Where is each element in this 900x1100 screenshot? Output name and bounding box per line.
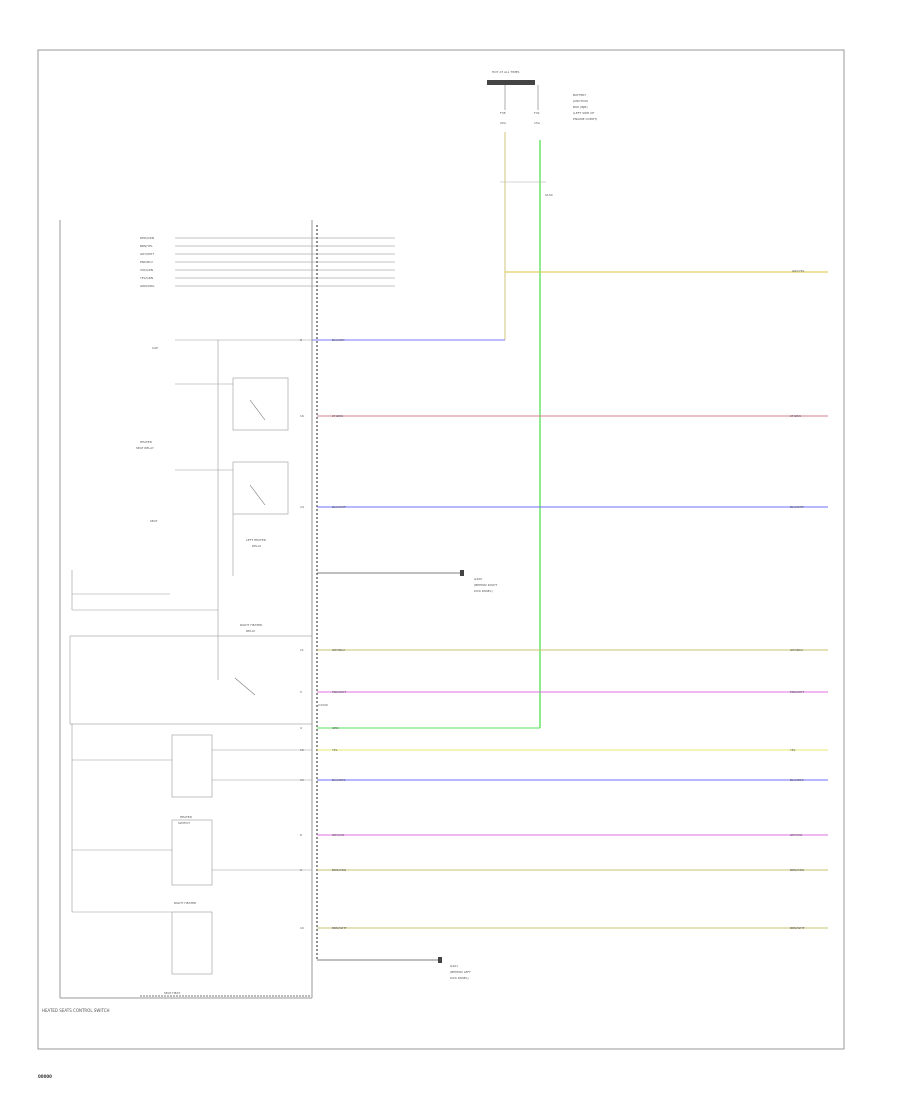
seat-label: SEAT xyxy=(150,519,158,523)
svg-text:GRY/WHT: GRY/WHT xyxy=(140,252,154,256)
pcm-note-2: BOX (BJB) xyxy=(573,105,588,109)
wire-pin-10: 9 xyxy=(300,868,302,872)
svg-text:BRN/YEL: BRN/YEL xyxy=(140,244,153,248)
wire-label-7: YEL xyxy=(332,748,338,752)
relay-upper xyxy=(232,377,289,431)
relay-lower xyxy=(232,461,289,515)
right-heater-0: RIGHT HEATER xyxy=(174,901,196,905)
svg-text:(BEHIND LEFT: (BEHIND LEFT xyxy=(450,970,471,974)
right-relay-0: RIGHT HEATED xyxy=(240,623,263,627)
yellow-run-label: GRY/YEL xyxy=(792,269,805,273)
wire-layer: 8 BLU/GRY 16 LT GRN LT GRN 14 BLU/WHT BLU/WHT 11… xyxy=(300,338,828,930)
svg-text:G201: G201 xyxy=(450,964,458,968)
fuse-block: HOT AT ALL TIMES F38 20A F32 15A BATTERY… xyxy=(487,70,597,125)
wire-label-1: BLU/GRY xyxy=(332,338,345,342)
wire-label-4: GRY/BLU xyxy=(332,648,345,652)
wire-label-11: BRN/WHT xyxy=(332,926,347,930)
wire-label-8: BLU/ORG xyxy=(332,778,346,782)
wire-label-9: GRY/VIO xyxy=(332,833,345,837)
switch-box-mid xyxy=(69,635,313,725)
pcm-note-3: (LEFT SIDE OF xyxy=(573,111,595,115)
fuse-bar xyxy=(487,80,535,85)
svg-text:VIO/GRN: VIO/GRN xyxy=(140,268,153,272)
wire-pin-9: 6 xyxy=(300,833,302,837)
wire-label-2: LT GRN xyxy=(332,414,343,418)
right-relay-1: RELAY xyxy=(246,629,256,633)
left-inputs: RED/GRN BRN/YEL GRY/WHT PNK/BLU VIO/GRN … xyxy=(140,236,395,288)
svg-text:YEL/GRN: YEL/GRN xyxy=(140,276,153,280)
svg-text:G200: G200 xyxy=(474,577,482,581)
heater-switch-0: HEATER xyxy=(180,815,192,819)
footer-title: HEATED SEATS CONTROL SWITCH xyxy=(42,1008,110,1013)
heater-switch-1: SWITCH xyxy=(178,821,190,825)
wire-pin-6: 4 xyxy=(300,726,302,730)
svg-text:(BEHIND RIGHT: (BEHIND RIGHT xyxy=(474,583,497,587)
wire-pin-5: 5 xyxy=(300,690,302,694)
wire-right-label-8: BLU/ORG xyxy=(790,778,804,782)
heated-relay-0: HEATED xyxy=(140,440,153,444)
wire-pin-2: 16 xyxy=(300,414,304,418)
left-relay-1: RELAY xyxy=(252,544,262,548)
connector-label: C2340 xyxy=(318,703,328,707)
svg-text:KICK PANEL): KICK PANEL) xyxy=(474,589,493,593)
pcm-note-4: ENGINE COMPT) xyxy=(573,117,597,121)
svg-text:PNK/BLU: PNK/BLU xyxy=(140,260,153,264)
wire-pin-8: 13 xyxy=(300,778,304,782)
heated-relay-1: SEAT RELAY xyxy=(136,446,154,450)
wire-right-label-2: LT GRN xyxy=(790,414,801,418)
splice-label: S104 xyxy=(545,193,553,197)
wire-label-10: BRN/ORG xyxy=(332,868,347,872)
svg-text:RED/GRN: RED/GRN xyxy=(140,236,154,240)
doc-id: 00000 xyxy=(38,1074,52,1079)
wire-pin-3: 14 xyxy=(300,505,304,509)
wire-right-label-4: GRY/BLU xyxy=(790,648,803,652)
hot-label: HOT AT ALL TIMES xyxy=(492,70,520,74)
wire-right-label-3: BLU/WHT xyxy=(790,505,804,509)
wire-pin-11: 10 xyxy=(300,926,304,930)
wire-right-label-9: GRY/VIO xyxy=(790,833,803,837)
wire-pin-7: 15 xyxy=(300,748,304,752)
svg-text:GRN/ORG: GRN/ORG xyxy=(140,284,155,288)
switch-box-low-1 xyxy=(171,734,213,798)
wire-right-label-7: YEL xyxy=(790,748,796,752)
pcm-note-1: JUNCTION xyxy=(572,99,588,103)
fuse-a-amp: 20A xyxy=(500,121,507,125)
switch-box-low-3 xyxy=(171,911,213,975)
wire-label-6: GRN xyxy=(332,726,339,730)
switch-base: SEAT HEAT xyxy=(164,991,180,995)
svg-text:KICK PANEL): KICK PANEL) xyxy=(450,976,469,980)
pcm-note-0: BATTERY xyxy=(573,93,586,97)
wire-right-label-5: PNK/WHT xyxy=(790,690,804,694)
fuse-b-amp: 15A xyxy=(534,121,541,125)
wire-pin-1: 8 xyxy=(300,338,302,342)
cap-label: CAP xyxy=(152,346,158,350)
switch-box-low-2 xyxy=(171,819,213,886)
wire-right-label-11: BRN/WHT xyxy=(790,926,805,930)
wire-right-label-10: BRN/ORG xyxy=(790,868,805,872)
fuse-a-label: F38 xyxy=(500,111,506,115)
wire-label-5: PNK/WHT xyxy=(332,690,346,694)
fuse-b-label: F32 xyxy=(534,111,540,115)
wire-pin-4: 11 xyxy=(300,648,304,652)
ground-2: G201 (BEHIND LEFT KICK PANEL) xyxy=(317,957,471,980)
ground-1: G200 (BEHIND RIGHT KICK PANEL) xyxy=(317,570,497,593)
wire-label-3: BLU/WHT xyxy=(332,505,346,509)
left-relay-0: LEFT HEATED xyxy=(246,538,267,542)
diagram-border xyxy=(37,49,845,1050)
